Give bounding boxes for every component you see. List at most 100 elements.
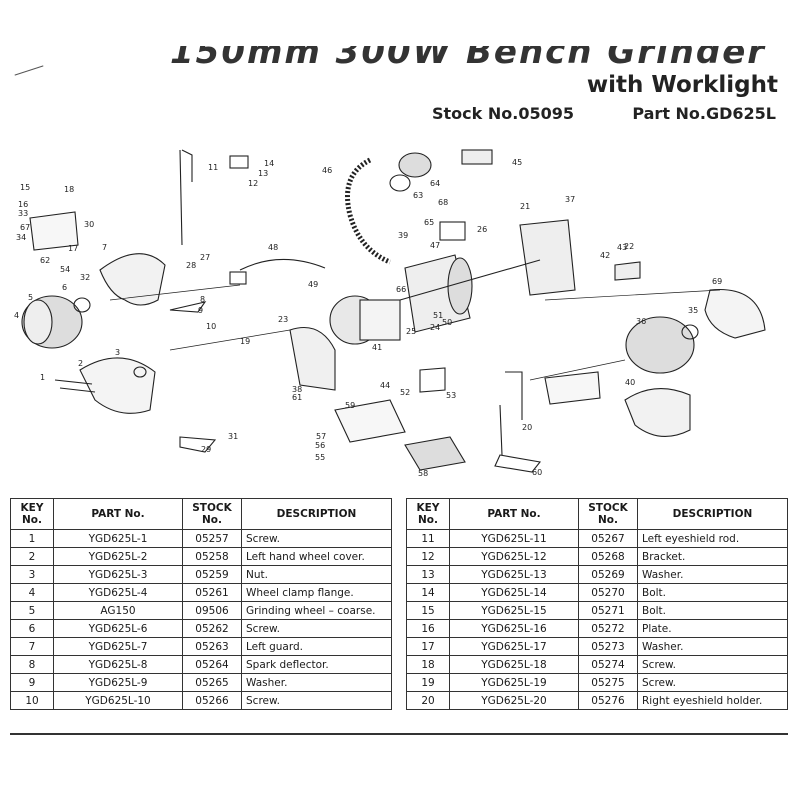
key-cell: 3: [10, 565, 54, 584]
part-cell: YGD625L-1: [53, 529, 183, 548]
key-cell: 14: [406, 583, 450, 602]
stock-cell: 09506: [182, 601, 242, 620]
callout: 16: [18, 200, 28, 209]
callout: 3: [115, 348, 120, 357]
stock-cell: 05276: [578, 691, 638, 710]
key-cell: 9: [10, 673, 54, 692]
desc-cell: Washer.: [637, 637, 788, 656]
stock-cell: 05274: [578, 655, 638, 674]
clamp-bracket-29: [179, 436, 217, 453]
callout: 58: [418, 469, 428, 478]
bracket: [229, 155, 249, 169]
callout: 12: [248, 179, 258, 188]
callout: 63: [413, 191, 423, 200]
callout: 19: [240, 337, 250, 346]
callout: 45: [512, 158, 522, 167]
callout: 55: [315, 453, 325, 462]
stock-number: Stock No.05095: [432, 104, 574, 123]
stock-cell: 05273: [578, 637, 638, 656]
header-part: PART No.: [53, 498, 183, 530]
key-cell: 16: [406, 619, 450, 638]
callout: 33: [18, 209, 28, 218]
part-cell: YGD625L-18: [449, 655, 579, 674]
desc-cell: Nut.: [241, 565, 392, 584]
stock-cell: 05259: [182, 565, 242, 584]
left-end-cover: [289, 326, 336, 391]
callout: 23: [278, 315, 288, 324]
screw-2: [54, 379, 93, 385]
callout: 47: [430, 241, 440, 250]
part-number: Part No.GD625L: [632, 104, 776, 123]
stock-cell: 05272: [578, 619, 638, 638]
desc-cell: Bolt.: [637, 583, 788, 602]
callout: 48: [268, 243, 278, 252]
stock-cell: 05271: [578, 601, 638, 620]
header-description: DESCRIPTION: [241, 498, 392, 530]
cut-off-title-text: 150mm 300W Bench Grinder: [170, 46, 767, 72]
callout: 39: [398, 231, 408, 240]
desc-cell: Grinding wheel – coarse.: [241, 601, 392, 620]
callout: 29: [201, 445, 211, 454]
header-key: KEY No.: [406, 498, 450, 530]
table-header-row: KEY No. PART No. STOCK No. DESCRIPTION: [10, 498, 392, 530]
left-eyeshield-rod: [179, 149, 193, 246]
spark-deflector: [169, 301, 207, 313]
callout: 17: [68, 244, 78, 253]
callout: 9: [198, 306, 203, 315]
header-key: KEY No.: [10, 498, 54, 530]
key-cell: 6: [10, 619, 54, 638]
desc-cell: Screw.: [637, 655, 788, 674]
desc-cell: Bolt.: [637, 601, 788, 620]
callout: 56: [315, 441, 325, 450]
lamp-head: [398, 152, 432, 178]
eyeshield-plate-right: [544, 371, 601, 405]
header-stock: STOCK No.: [578, 498, 638, 530]
exploded-parts-diagram: 1 2 3 4 5 6 7 8 9 10 11 12 13 14 15 16 1…: [14, 149, 766, 478]
callout: 15: [20, 183, 30, 192]
callout: 2: [78, 359, 83, 368]
bracket-60: [494, 454, 542, 473]
lamp-fitting: [419, 367, 446, 393]
header-stock: STOCK No.: [182, 498, 242, 530]
header-description: DESCRIPTION: [637, 498, 788, 530]
callout: 40: [625, 378, 635, 387]
lamp-lens: [389, 174, 411, 192]
callout: 49: [308, 280, 318, 289]
callout: 60: [532, 468, 542, 477]
callout: 10: [206, 322, 216, 331]
part-cell: YGD625L-11: [449, 529, 579, 548]
desc-cell: Screw.: [637, 673, 788, 692]
cut-off-title: 150mm 300W Bench Grinder: [170, 46, 770, 76]
callout: 38: [292, 385, 302, 394]
key-cell: 5: [10, 601, 54, 620]
callout: 25: [406, 327, 416, 336]
callout: 13: [258, 169, 268, 178]
desc-cell: Right eyeshield holder.: [637, 691, 788, 710]
wheel-left-face: [23, 299, 53, 345]
stock-cell: 05267: [578, 529, 638, 548]
stock-cell: 05268: [578, 547, 638, 566]
stock-cell: 05257: [182, 529, 242, 548]
flexible-lamp-arm: [345, 157, 391, 265]
plug: [229, 271, 247, 285]
part-cell: YGD625L-3: [53, 565, 183, 584]
part-cell: YGD625L-17: [449, 637, 579, 656]
desc-cell: Plate.: [637, 619, 788, 638]
callout: 20: [522, 423, 532, 432]
part-cell: YGD625L-20: [449, 691, 579, 710]
part-cell: YGD625L-12: [449, 547, 579, 566]
callout: 37: [565, 195, 575, 204]
callout: 35: [688, 306, 698, 315]
stock-cell: 05269: [578, 565, 638, 584]
callout: 18: [64, 185, 74, 194]
